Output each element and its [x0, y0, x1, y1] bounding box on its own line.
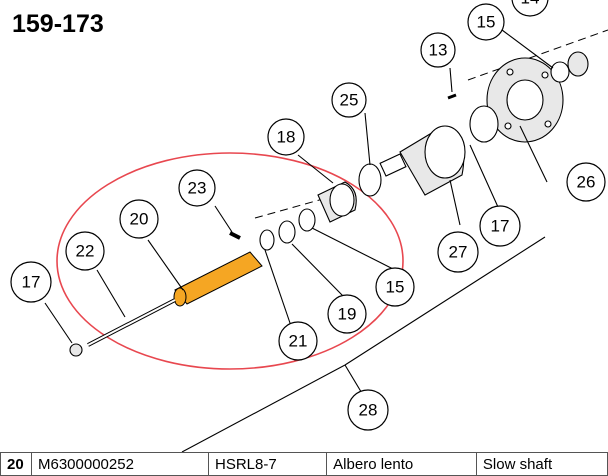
flange-housing [486, 57, 564, 143]
assembly-group-circle [56, 152, 404, 370]
diagram-title: 159-173 [12, 10, 104, 38]
screw-23 [229, 231, 241, 240]
callout-label: 21 [289, 332, 308, 351]
callout-20: 20 [119, 199, 159, 239]
callout-15: 15 [375, 267, 415, 307]
table-row: 20 M6300000252 HSRL8-7 Albero lento Slow… [0, 452, 608, 476]
code-cell: M6300000252 [30, 452, 210, 476]
position-cell: 20 [0, 452, 32, 476]
callout-28: 28 [347, 389, 389, 431]
callout-label: 28 [359, 401, 378, 420]
parts-table: 20 M6300000252 HSRL8-7 Albero lento Slow… [0, 452, 608, 476]
callout-label: 25 [340, 91, 359, 110]
o-ring-25 [358, 163, 382, 197]
screw-13 [447, 93, 457, 100]
nut-17-left [69, 343, 83, 357]
callout-label: 14 [521, 0, 540, 8]
callout-15: 15 [467, 3, 505, 41]
bearing-housing-18 [317, 181, 357, 223]
seal-ring-upper [550, 61, 570, 83]
callout-label: 22 [76, 242, 95, 261]
callout-label: 15 [386, 278, 405, 297]
assembly-axis-lower [254, 196, 331, 219]
callout-label: 18 [277, 128, 296, 147]
spacer-19 [278, 220, 296, 244]
callout-label: 27 [449, 243, 468, 262]
callout-21: 21 [278, 321, 318, 361]
callout-label: 19 [338, 305, 357, 324]
callout-13: 13 [420, 32, 456, 68]
motor-body [379, 125, 466, 196]
callout-25: 25 [331, 82, 367, 118]
bearing-15 [298, 208, 316, 232]
assembly-axis-upper [467, 29, 608, 81]
callout-26: 26 [566, 162, 606, 202]
exploded-view-diagram: 14 15 13 25 18 26 23 20 22 17 17 27 15 19 21 28 [10, 0, 608, 452]
bearing-upper [567, 51, 589, 77]
callout-label: 17 [22, 273, 41, 292]
callout-27: 27 [437, 231, 479, 273]
callout-label: 26 [577, 173, 596, 192]
name-english-cell: Slow shaft [475, 452, 608, 476]
name-italian-cell: Albero lento [326, 452, 477, 476]
callout-18: 18 [267, 118, 305, 156]
leader-lines [44, 29, 554, 452]
callout-19: 19 [327, 294, 367, 334]
callout-label: 13 [429, 41, 448, 60]
circlip-21 [259, 229, 275, 251]
callout-17: 17 [479, 205, 521, 247]
callout-label: 17 [491, 217, 510, 236]
callout-label: 20 [130, 210, 149, 229]
callout-17: 17 [10, 261, 52, 303]
callout-14: 14 [511, 0, 549, 17]
slow-shaft-end [173, 287, 187, 307]
callout-23: 23 [178, 169, 216, 207]
o-ring-flange [469, 105, 499, 143]
slow-shaft-20 [174, 251, 263, 305]
model-cell: HSRL8-7 [208, 452, 328, 476]
callout-22: 22 [65, 231, 105, 271]
callout-label: 23 [188, 179, 207, 198]
callout-label: 15 [477, 13, 496, 32]
